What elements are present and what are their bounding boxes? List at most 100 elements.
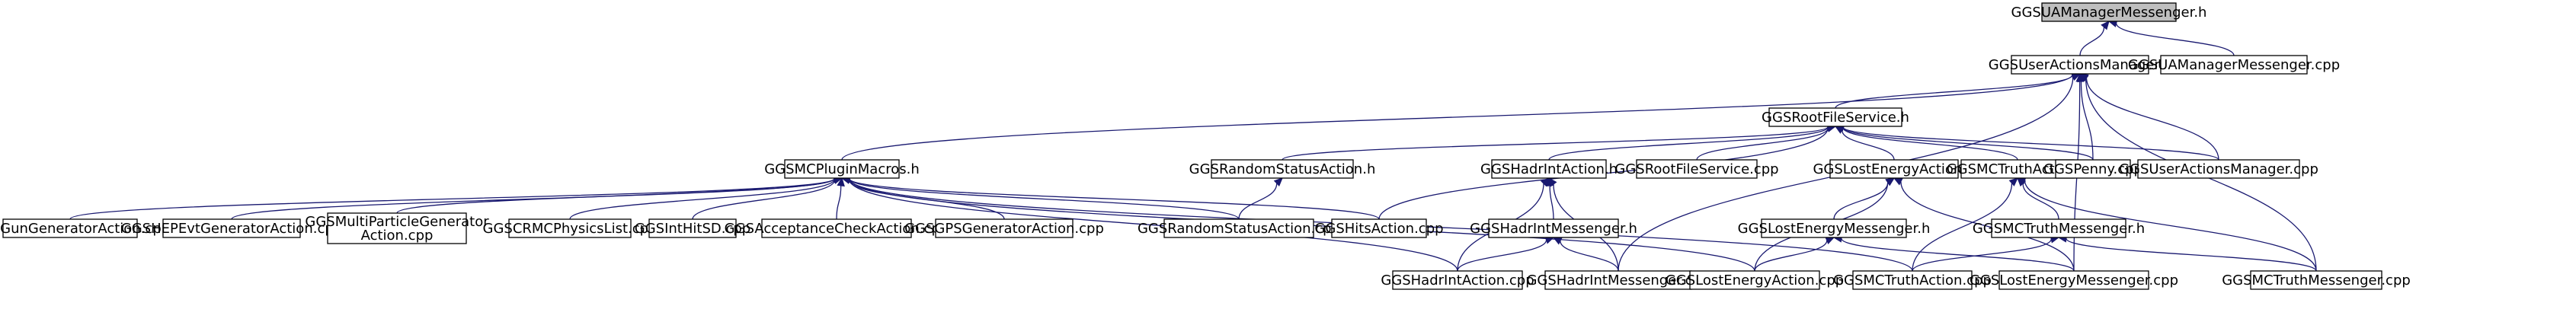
edge-line [2024, 180, 2317, 272]
node-hia-h[interactable]: GGSHadrIntAction.h [1480, 159, 1618, 179]
node-label: GGSMCPluginMacros.h [764, 161, 920, 177]
edge-line [569, 179, 835, 220]
edge-uamm-h-to-uam-h [2079, 21, 2110, 56]
edge-rfs-h-to-rsa-h [1282, 123, 1837, 161]
edge-line [841, 74, 2073, 161]
edge-arrowhead [837, 177, 845, 187]
node-rsa-h[interactable]: GGSRandomStatusAction.h [1189, 159, 1376, 179]
edge-line [2085, 78, 2219, 161]
node-ihsd-cpp[interactable]: GGSIntHitSD.cpp [635, 218, 750, 238]
node-crmc-cpp[interactable]: GGSCRMCPhysicsList.cpp [483, 218, 658, 238]
edge-rsa-h-to-rsa-cpp [1238, 177, 1283, 220]
node-rfs-cpp[interactable]: GGSRootFileService.cpp [1614, 159, 1779, 179]
edge-arrowhead [1273, 177, 1283, 187]
edge-pm-h-to-rsa-cpp [840, 174, 1240, 220]
edge-line [1912, 238, 2052, 272]
node-box [2160, 55, 2308, 75]
node-aca-cpp[interactable]: GGSAcceptanceCheckAction.cpp [725, 218, 949, 238]
node-mctm-cpp[interactable]: GGSMCTruthMessenger.cpp [2222, 270, 2411, 290]
node-label: GGSMCTruthAction.cpp [1833, 272, 1992, 288]
edge-line [1900, 181, 2075, 272]
edge-arrowhead [1885, 177, 1896, 186]
edge-arrowhead [2008, 177, 2018, 186]
node-label: GGSMCTruthMessenger.cpp [2222, 272, 2411, 288]
node-box [1488, 218, 1619, 238]
edge-uam-h-to-rfs-h [1835, 71, 2082, 109]
node-box [2250, 270, 2382, 290]
node-box [1331, 218, 1427, 238]
edge-him-h-to-him-cpp [1552, 237, 1619, 272]
edge-line [692, 180, 836, 220]
node-label: GGSGunGeneratorAction.cpp [0, 221, 170, 237]
node-label: GGSLostEnergyAction.cpp [1666, 272, 1844, 288]
node-box [648, 218, 737, 238]
edge-arrowhead [1548, 177, 1557, 187]
edge-line [1842, 127, 2018, 161]
node-lem-h[interactable]: GGSLostEnergyMessenger.h [1738, 218, 1931, 238]
edge-line [1548, 126, 1829, 161]
node-label: GGSPenny.cpp [2043, 161, 2142, 177]
edge-rfs-h-to-uam-cpp [1834, 123, 2219, 161]
node-lea-h[interactable]: GGSLostEnergyAction.h [1813, 159, 1976, 179]
node-rfs-h[interactable]: GGSRootFileService.h [1762, 107, 1909, 127]
node-box [1392, 270, 1523, 290]
edge-rfs-h-to-lea-h [1834, 126, 1895, 161]
node-label: GGSRandomStatusAction.h [1189, 161, 1376, 177]
edge-line [2022, 183, 2059, 220]
node-lem-cpp[interactable]: GGSLostEnergyMessenger.cpp [1970, 270, 2178, 290]
node-mcta-cpp[interactable]: GGSMCTruthAction.cpp [1833, 270, 1992, 290]
node-lea-cpp[interactable]: GGSLostEnergyAction.cpp [1666, 270, 1844, 290]
edge-lem-h-to-lea-cpp [1754, 237, 1835, 272]
node-uamm-cpp[interactable]: GGSUAManagerMessenger.cpp [2128, 55, 2340, 75]
node-uam-h[interactable]: GGSUserActionsManager.h [1989, 55, 2171, 75]
node-label: Action.cpp [361, 228, 434, 244]
node-box [1991, 218, 2126, 238]
node-box [2, 218, 138, 238]
node-label: GGSUserActionsManager.h [1989, 57, 2171, 73]
node-box [327, 212, 467, 244]
node-uamm-h[interactable]: GGSUAManagerMessenger.h [2011, 2, 2207, 22]
node-label: GGSMCTruthAction.h [1947, 161, 2089, 177]
edge-line [2115, 23, 2235, 56]
edge-line [69, 177, 835, 220]
node-gga-cpp[interactable]: GGSGunGeneratorAction.cpp [0, 218, 170, 238]
node-gps-cpp[interactable]: GGSGPSGeneratorAction.cpp [904, 218, 1104, 238]
node-rsa-cpp[interactable]: GGSRandomStatusAction.cpp [1138, 218, 1340, 238]
node-label: GGSUAManagerMessenger.h [2011, 5, 2207, 21]
node-box [1163, 218, 1314, 238]
node-uam-cpp[interactable]: GGSUserActionsManager.cpp [2119, 159, 2318, 179]
node-him-cpp[interactable]: GGSHadrIntMessenger.cpp [1526, 270, 1710, 290]
edge-line [1912, 183, 2013, 272]
edge-line [849, 179, 1458, 272]
edge-line [1835, 74, 2073, 109]
node-hia-cpp[interactable]: GGSHadrIntAction.cpp [1381, 270, 1534, 290]
node-penny-cpp[interactable]: GGSPenny.cpp [2043, 159, 2142, 179]
nodes-layer: GGSUAManagerMessenger.hGGSUserActionsMan… [0, 2, 2411, 290]
node-label: GGSUserActionsManager.cpp [2119, 161, 2318, 177]
edge-him-h-to-hia-cpp [1457, 236, 1555, 272]
node-box [1761, 218, 1907, 238]
node-mctm-h[interactable]: GGSMCTruthMessenger.h [1973, 218, 2145, 238]
edge-arrowhead [2101, 21, 2110, 30]
node-him-h[interactable]: GGSHadrIntMessenger.h [1470, 218, 1637, 238]
node-pm-h[interactable]: GGSMCPluginMacros.h [764, 159, 920, 179]
node-box [1689, 270, 1820, 290]
edge-line [836, 185, 842, 220]
node-label: GGSMCTruthMessenger.h [1973, 221, 2145, 237]
node-hits-cpp[interactable]: GGSHitsAction.cpp [1314, 218, 1444, 238]
node-box [1211, 159, 1354, 179]
edge-line [2079, 27, 2105, 56]
node-box [508, 218, 632, 238]
node-box [1829, 159, 1959, 179]
edge-mctm-h-to-mctm-cpp [2057, 234, 2317, 272]
node-box [1544, 270, 1692, 290]
edge-rfs-h-to-penny-cpp [1834, 123, 2094, 161]
node-box [162, 218, 301, 238]
node-label: GGSCRMCPhysicsList.cpp [483, 221, 658, 237]
node-hep-cpp[interactable]: GGSHEPEvtGeneratorAction.cpp [121, 218, 342, 238]
edge-rfs-h-to-rfs-cpp [1696, 124, 1837, 161]
node-mcta-h[interactable]: GGSMCTruthAction.h [1947, 159, 2089, 179]
node-label: GGSHadrIntAction.h [1480, 161, 1618, 177]
